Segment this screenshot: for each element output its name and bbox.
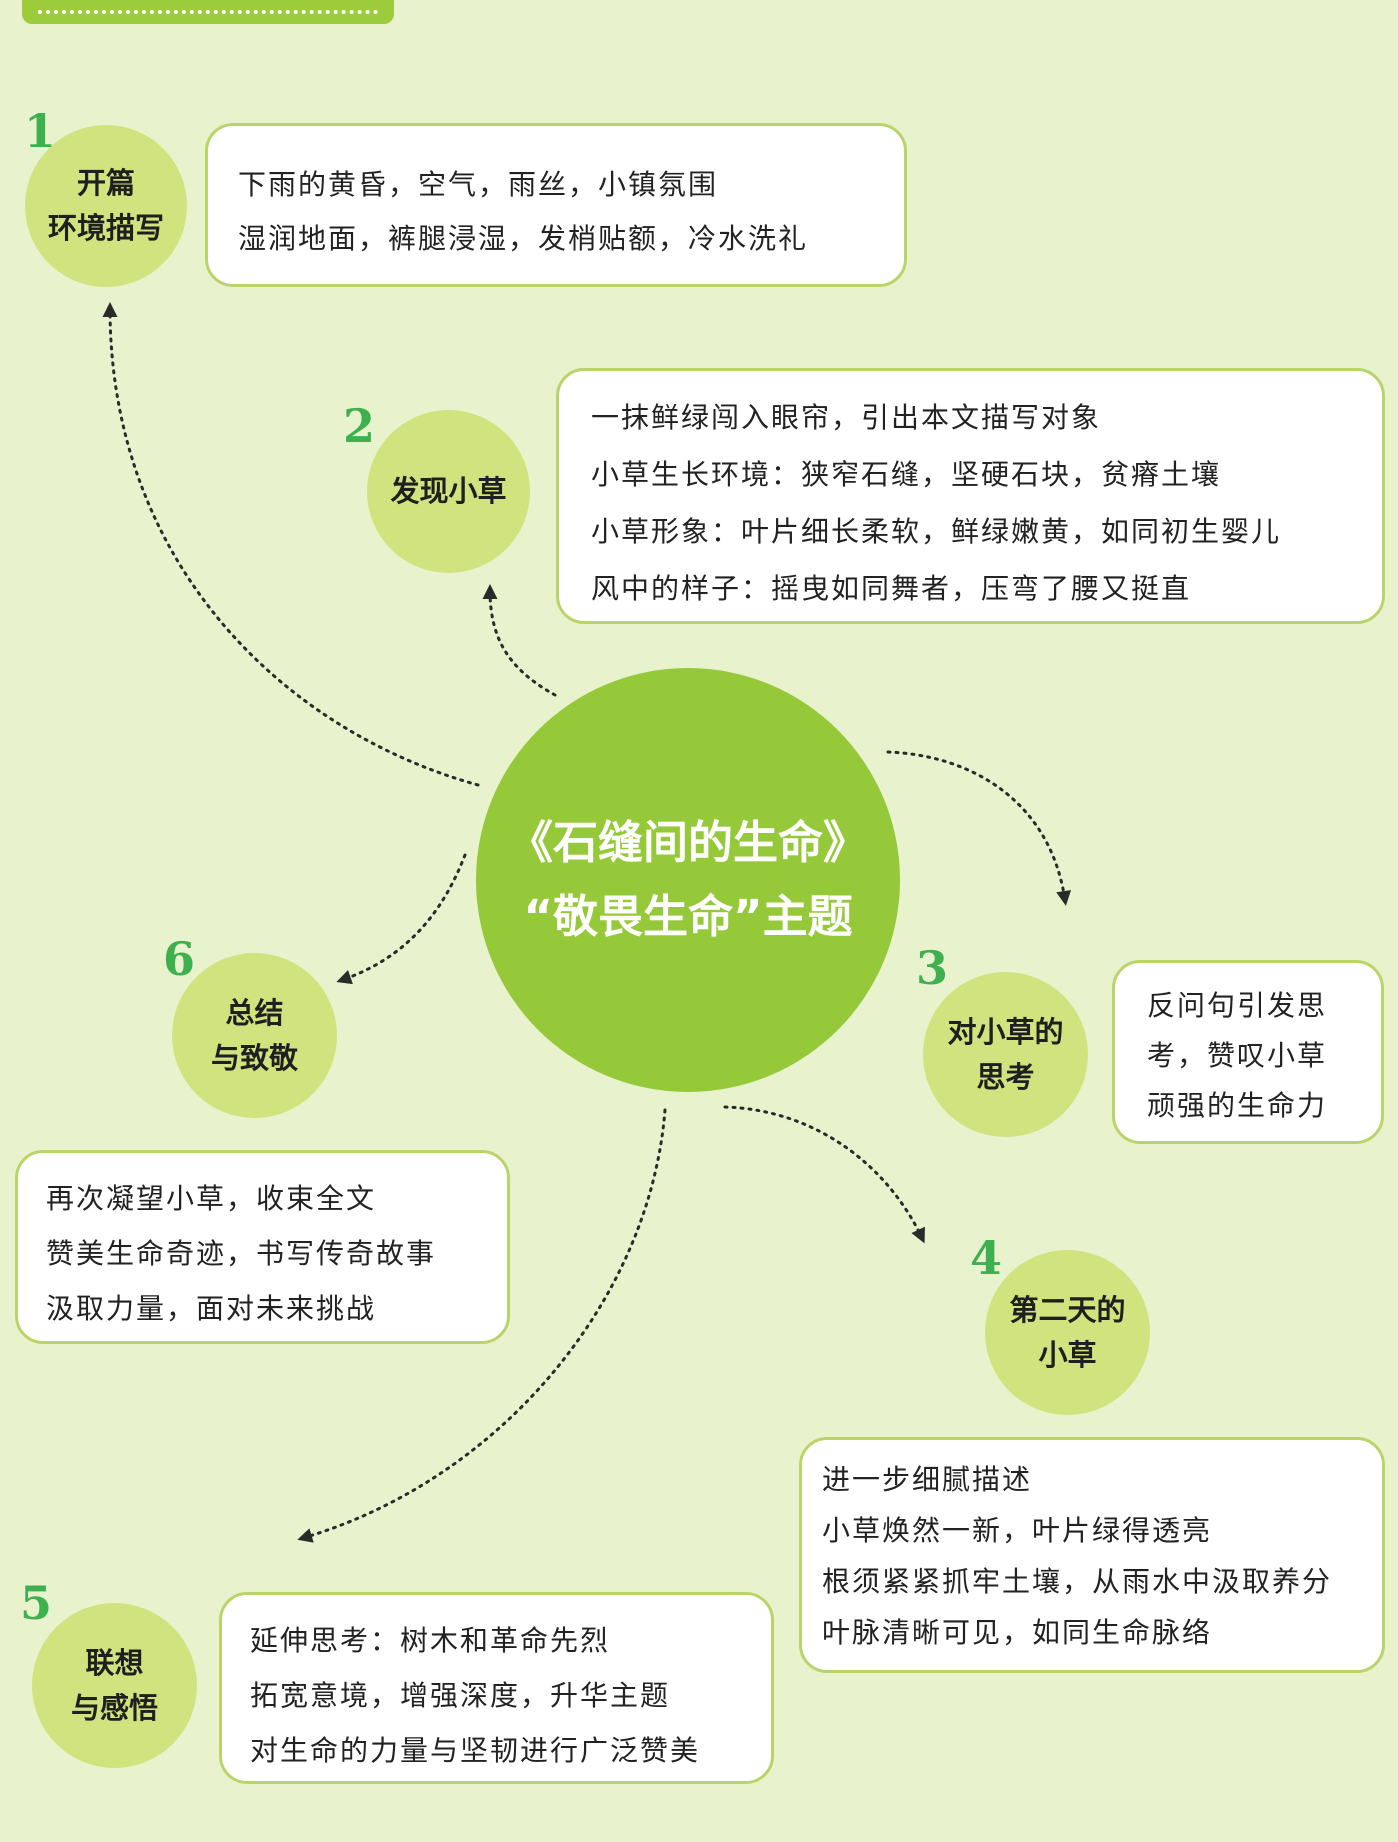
node-2-detail-line: 小草形象：叶片细长柔软，鲜绿嫩黄，如同初生婴儿 xyxy=(591,515,1282,548)
node-5-circle: 联想 与感悟 xyxy=(32,1603,197,1768)
node-3-detail-line: 反问句引发思 xyxy=(1147,989,1328,1022)
node-5-title-line: 与感悟 xyxy=(70,1690,158,1725)
center-title: 《石缝间的生命》 xyxy=(507,815,868,869)
node-4-detail-line: 进一步细腻描述 xyxy=(822,1463,1033,1496)
node-1-detail-line: 下雨的黄昏，空气，雨丝，小镇氛围 xyxy=(238,168,719,201)
node-2-circle: 发现小草 xyxy=(367,410,530,573)
node-3-title-line: 思考 xyxy=(976,1059,1035,1094)
node-5-title-line: 联想 xyxy=(85,1645,144,1680)
center-subtitle: “敬畏生命”主题 xyxy=(523,890,853,943)
node-3-number: 3 xyxy=(916,941,949,995)
node-4-title-line: 小草 xyxy=(1038,1337,1097,1372)
node-4-detail-line: 叶脉清晰可见，如同生命脉络 xyxy=(822,1616,1213,1649)
node-4-circle: 第二天的 小草 xyxy=(985,1250,1150,1415)
connector-arrow-3 xyxy=(886,750,1072,906)
node-4-detail-box: 进一步细腻描述 小草焕然一新，叶片绿得透亮 根须紧紧抓牢土壤，从雨水中汲取养分 … xyxy=(799,1437,1385,1673)
node-1-circle: 开篇 环境描写 xyxy=(25,125,187,287)
node-1-detail-line: 湿润地面，裤腿浸湿，发梢贴额，冷水洗礼 xyxy=(238,222,809,255)
node-2-detail-box: 一抹鲜绿闯入眼帘，引出本文描写对象 小草生长环境：狭窄石缝，坚硬石块，贫瘠土壤 … xyxy=(556,368,1385,624)
connector-arrow-5 xyxy=(297,1108,667,1543)
connector-arrow-6 xyxy=(336,853,467,985)
node-6-detail-line: 再次凝望小草，收束全文 xyxy=(46,1182,377,1215)
node-3-detail-line: 考，赞叹小草 xyxy=(1147,1039,1328,1072)
node-2-title-line: 发现小草 xyxy=(390,474,507,509)
node-5-detail-line: 拓宽意境，增强深度，升华主题 xyxy=(250,1679,671,1712)
node-5-detail-line: 对生命的力量与坚韧进行广泛赞美 xyxy=(250,1734,701,1767)
node-3-detail-line: 顽强的生命力 xyxy=(1147,1089,1328,1122)
node-5-number: 5 xyxy=(20,1576,53,1630)
node-6-detail-line: 赞美生命奇迹，书写传奇故事 xyxy=(46,1237,437,1270)
center-topic: 《石缝间的生命》 “敬畏生命”主题 xyxy=(476,668,900,1092)
node-4-detail-line: 小草焕然一新，叶片绿得透亮 xyxy=(822,1514,1213,1547)
node-6-circle: 总结 与致敬 xyxy=(172,953,337,1118)
connector-arrow-1 xyxy=(102,302,480,787)
node-1-title-line: 开篇 xyxy=(76,166,135,201)
node-4-number: 4 xyxy=(970,1231,1003,1285)
node-5-detail-box: 延伸思考：树木和革命先烈 拓宽意境，增强深度，升华主题 对生命的力量与坚韧进行广… xyxy=(219,1592,774,1784)
node-2-detail-line: 一抹鲜绿闯入眼帘，引出本文描写对象 xyxy=(591,401,1102,434)
header-decoration-bar xyxy=(22,0,394,24)
node-4-title-line: 第二天的 xyxy=(1009,1292,1126,1327)
node-3-circle: 对小草的 思考 xyxy=(923,972,1088,1137)
node-2-number: 2 xyxy=(343,399,376,453)
node-6-detail-box: 再次凝望小草，收束全文 赞美生命奇迹，书写传奇故事 汲取力量，面对未来挑战 xyxy=(15,1150,510,1344)
node-6-detail-line: 汲取力量，面对未来挑战 xyxy=(46,1292,377,1325)
node-2-detail-line: 风中的样子：摇曳如同舞者，压弯了腰又挺直 xyxy=(591,572,1192,605)
node-1-title-line: 环境描写 xyxy=(47,211,164,245)
node-3-title-line: 对小草的 xyxy=(947,1014,1064,1049)
node-4-detail-line: 根须紧紧抓牢土壤，从雨水中汲取养分 xyxy=(822,1565,1333,1598)
node-6-number: 6 xyxy=(163,932,196,986)
node-6-title-line: 与致敬 xyxy=(210,1040,298,1075)
connector-arrow-2 xyxy=(482,584,557,697)
connector-arrow-4 xyxy=(723,1105,925,1244)
node-1-detail-box: 下雨的黄昏，空气，雨丝，小镇氛围 湿润地面，裤腿浸湿，发梢贴额，冷水洗礼 xyxy=(205,123,907,287)
node-6-title-line: 总结 xyxy=(225,995,284,1030)
node-5-detail-line: 延伸思考：树木和革命先烈 xyxy=(250,1624,611,1657)
node-2-detail-line: 小草生长环境：狭窄石缝，坚硬石块，贫瘠土壤 xyxy=(591,458,1222,491)
node-3-detail-box: 反问句引发思 考，赞叹小草 顽强的生命力 xyxy=(1112,960,1384,1144)
